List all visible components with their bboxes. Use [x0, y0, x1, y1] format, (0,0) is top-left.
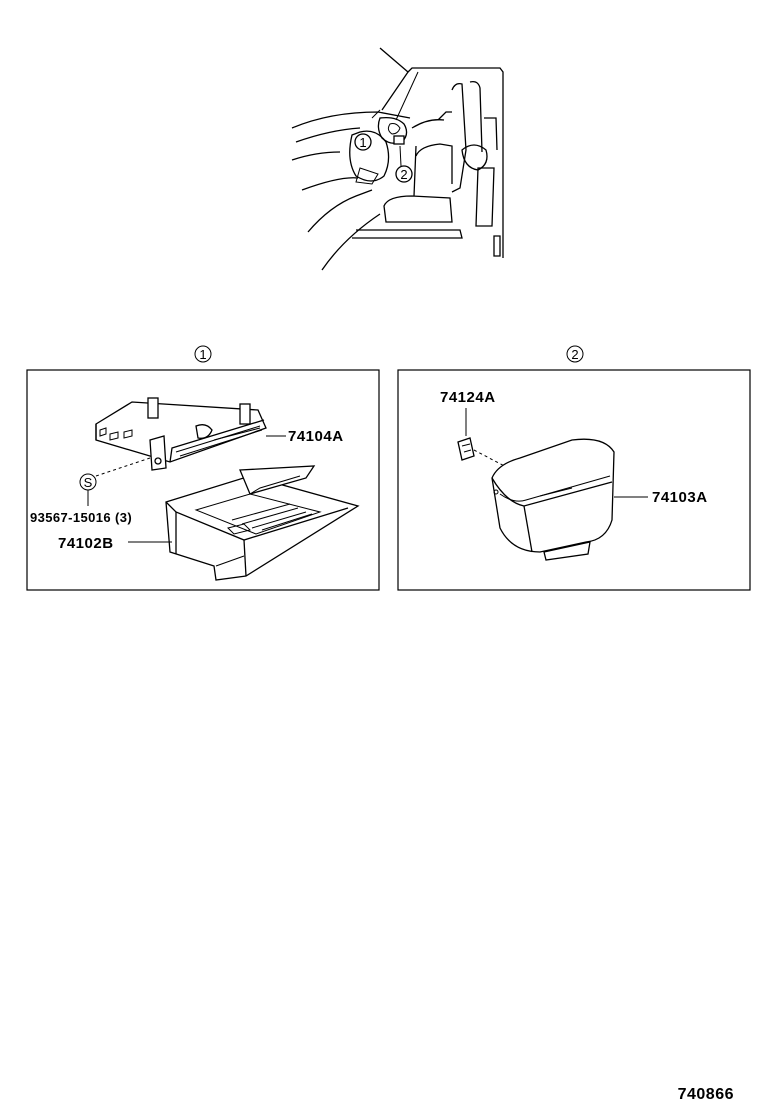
part-number-74104a[interactable]: 74104A: [288, 428, 344, 445]
overview-callout-1-circle: [354, 133, 372, 151]
overview-callout-1: 1: [359, 135, 366, 150]
panel-1-callout-circle: [194, 345, 212, 363]
ashtray-holder-illustration: [95, 397, 267, 471]
panel-1-frame: [26, 369, 380, 591]
panel-2-callout: 2: [571, 347, 578, 362]
panel-2-frame: [397, 369, 751, 591]
cabin-overview-illustration: 1 2: [291, 47, 504, 271]
part-number-93567-15016[interactable]: 93567-15016 (3): [30, 510, 132, 525]
overview-callout-2-circle: [395, 165, 413, 183]
part-number-74124a[interactable]: 74124A: [440, 389, 496, 406]
overview-callout-2: 2: [400, 167, 407, 182]
panel-2: 2 74124A 74103A: [397, 345, 751, 591]
part-number-74102b[interactable]: 74102B: [58, 535, 114, 552]
screw-symbol: S: [84, 475, 93, 490]
diagram-code: 740866: [677, 1086, 734, 1103]
panel-1-callout: 1: [199, 347, 206, 362]
ashtray-drawer-illustration: [165, 465, 360, 581]
ashtray-box-illustration: [491, 438, 615, 561]
panel-2-callout-circle: [566, 345, 584, 363]
clip-illustration: [457, 437, 475, 461]
panel-1: 1 74104A S 93567-15016 (3): [26, 345, 380, 591]
part-number-74103a[interactable]: 74103A: [652, 489, 708, 506]
